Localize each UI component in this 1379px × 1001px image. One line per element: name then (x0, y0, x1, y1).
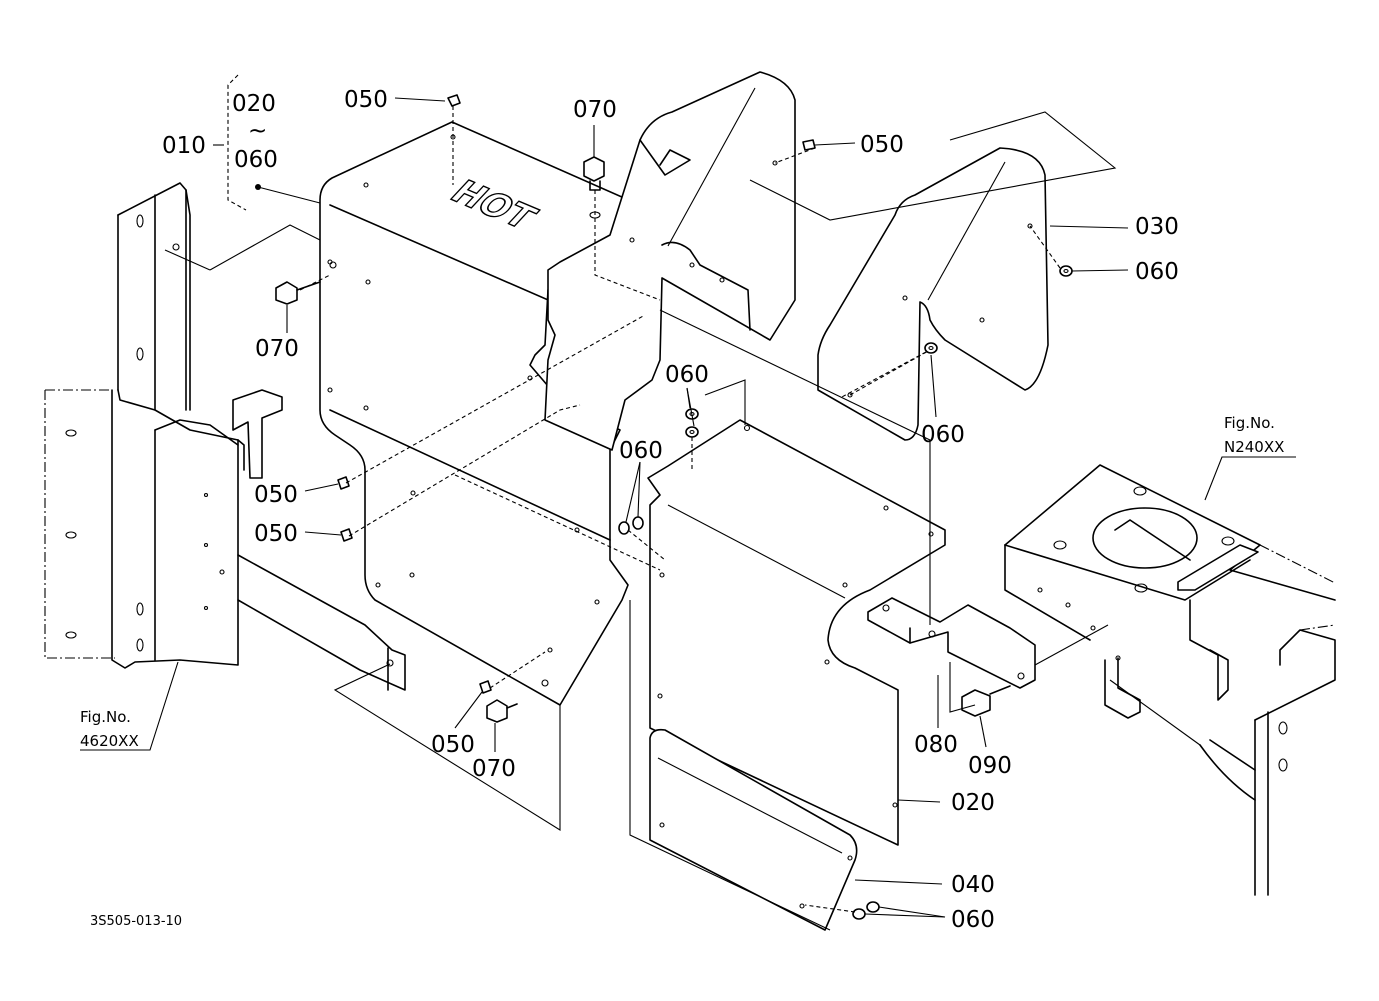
callout-040: 040 (951, 872, 995, 898)
callout-050-bottom: 050 (431, 732, 475, 758)
ref-left-leader (80, 661, 179, 751)
ref-left-number: 4620XX (80, 732, 139, 750)
ref-right-leader (1204, 456, 1296, 501)
callout-090: 090 (968, 753, 1012, 779)
shroud-030-part (749, 111, 1117, 441)
callout-080: 080 (914, 732, 958, 758)
callout-060-mid1: 060 (665, 362, 709, 388)
callout-060-range-end: 060 (234, 147, 278, 173)
callout-050-top: 050 (344, 87, 388, 113)
ref-right-title: Fig.No. (1224, 414, 1275, 432)
bracket-080-part (867, 597, 1036, 689)
callout-060-bottom: 060 (951, 907, 995, 933)
ref-left-title: Fig.No. (80, 708, 131, 726)
drawing-code: 3S505-013-10 (90, 914, 182, 929)
bolt-090 (961, 685, 1011, 717)
right-frame-part (1004, 464, 1336, 896)
callout-050-right: 050 (860, 132, 904, 158)
callout-030: 030 (1135, 214, 1179, 240)
plate-040-part (649, 728, 858, 931)
callout-leaders (213, 74, 1129, 918)
callout-070-left: 070 (255, 336, 299, 362)
callout-020: 020 (951, 790, 995, 816)
callout-060-center: 060 (921, 422, 965, 448)
callout-070-top: 070 (573, 97, 617, 123)
callout-060-right: 060 (1135, 259, 1179, 285)
left-frame-part (44, 182, 406, 691)
callout-020-range-start: 020 (232, 91, 276, 117)
range-tilde: ~ (248, 118, 267, 144)
callout-050-left2: 050 (254, 521, 298, 547)
callout-050-left1: 050 (254, 482, 298, 508)
plate-020-part (647, 419, 946, 846)
callout-070-bottom: 070 (472, 756, 516, 782)
callout-060-mid2: 060 (619, 438, 663, 464)
assembly-lines (299, 106, 1109, 931)
callout-010: 010 (162, 133, 206, 159)
fasteners (275, 94, 1073, 920)
upper-shroud-part (544, 71, 796, 451)
ref-right-number: N240XX (1224, 438, 1284, 456)
